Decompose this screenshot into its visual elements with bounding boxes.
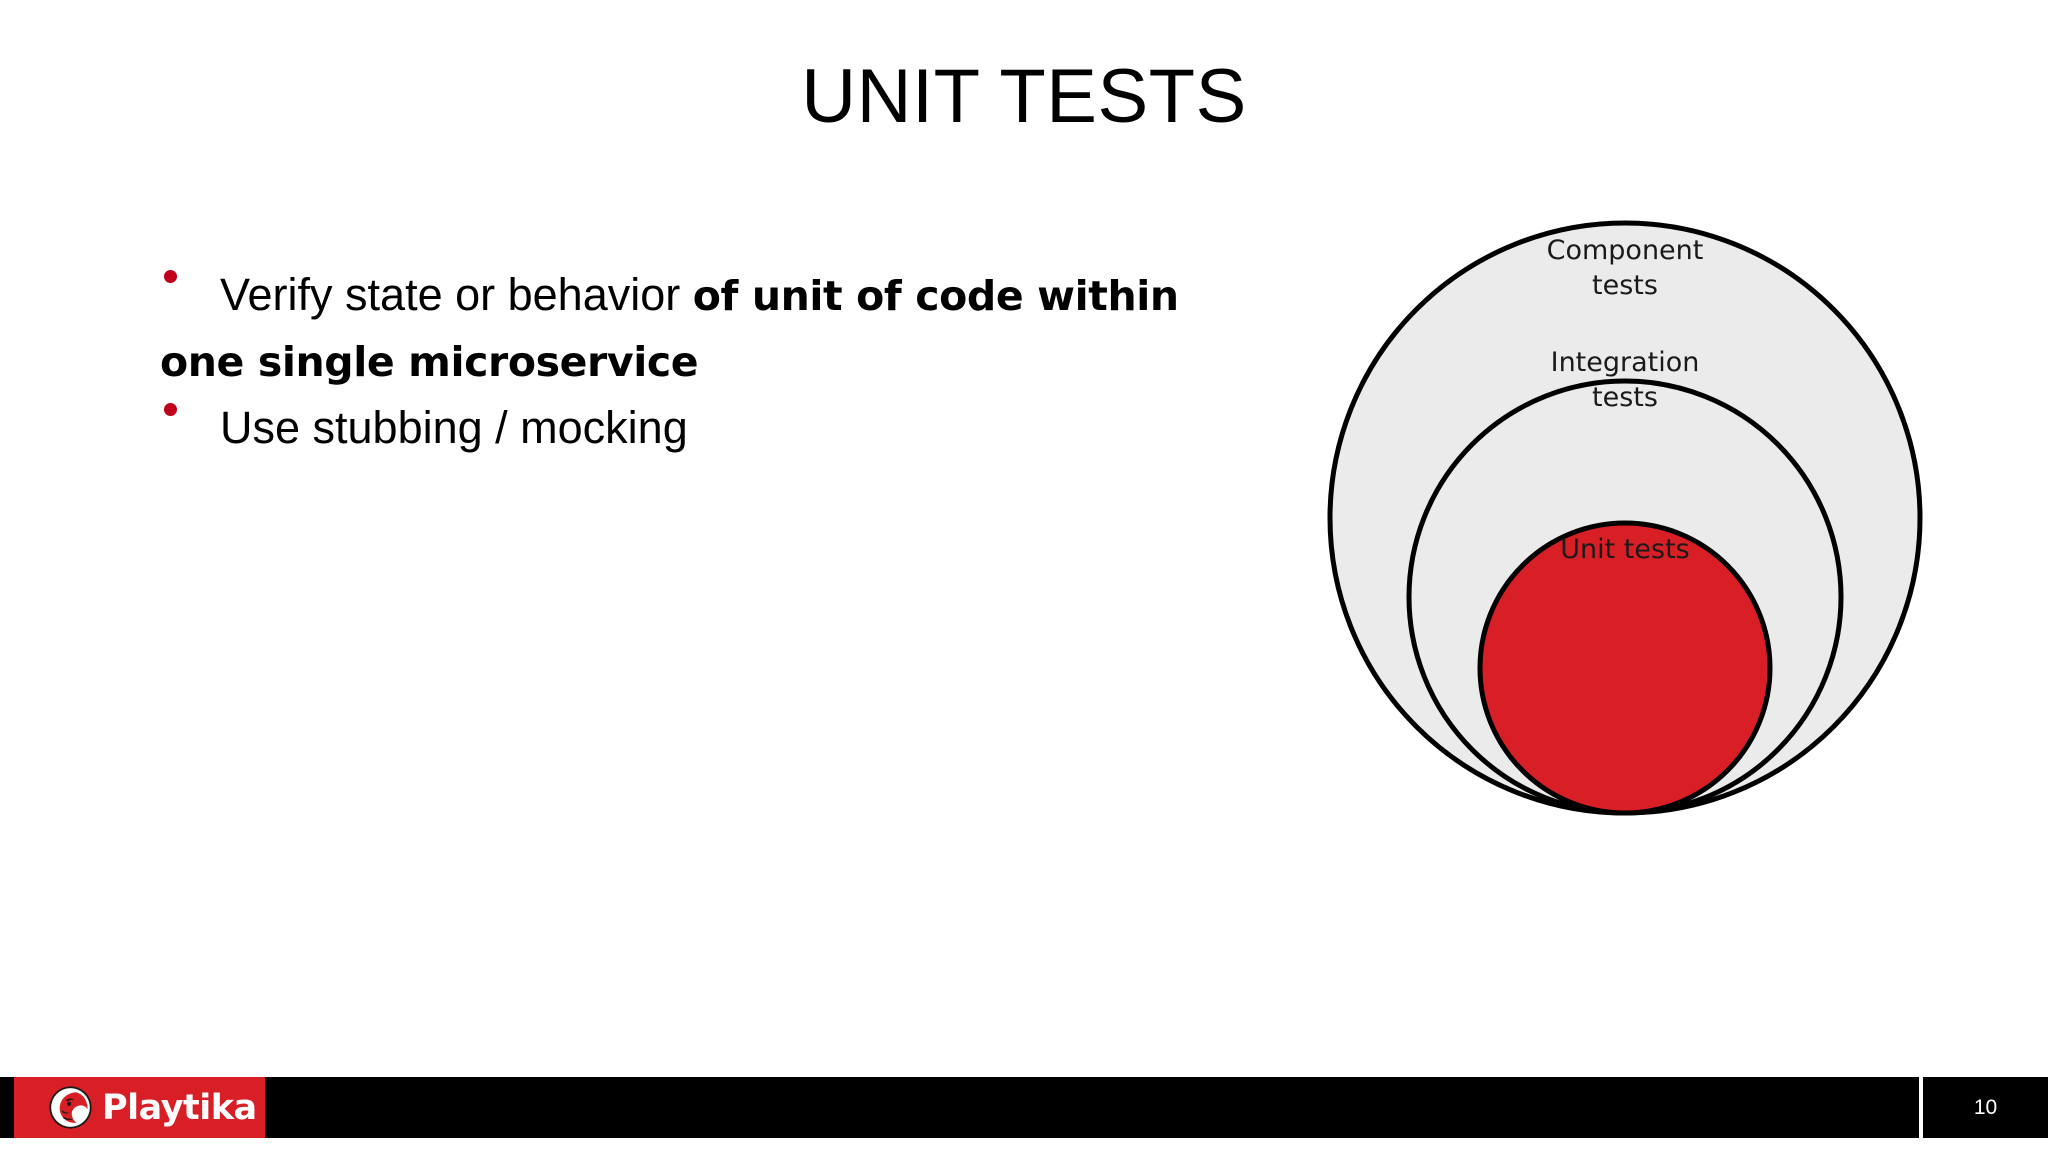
nested-circles-diagram: Component tests Integration tests Unit t… <box>1318 216 1938 836</box>
list-item: Verify state or behavior of unit of code… <box>160 262 1270 395</box>
bullet-1-bold: of unit of code within <box>692 272 1179 320</box>
bullet-dot-icon <box>164 403 177 417</box>
playtika-wordmark: Playtika <box>102 1088 257 1128</box>
unit-tests-circle <box>1477 520 1773 816</box>
page-title: UNIT TESTS <box>801 54 1247 139</box>
list-item: Use stubbing / mocking <box>160 395 1270 461</box>
footer-divider <box>1919 1077 1923 1138</box>
component-tests-label-line2: tests <box>1592 270 1658 301</box>
bullet-1-normal: Verify state or behavior <box>220 269 693 320</box>
playtika-panther-icon <box>49 1086 92 1129</box>
footer-bar: Playtika 10 <box>0 1077 2048 1138</box>
integration-tests-label-line1: Integration <box>1551 347 1700 378</box>
bullet-1-wrap-bold: one single microservice <box>160 338 699 386</box>
playtika-logo: Playtika <box>14 1077 265 1138</box>
integration-tests-label-line2: tests <box>1592 382 1658 413</box>
bullet-list: Verify state or behavior of unit of code… <box>160 262 1270 461</box>
bullet-dot-icon <box>164 270 177 284</box>
bullet-text-2: Use stubbing / mocking <box>220 402 688 453</box>
bullet-text-1: Verify state or behavior of unit of code… <box>160 262 1270 329</box>
page-number: 10 <box>1973 1095 1998 1119</box>
unit-tests-label: Unit tests <box>1560 534 1689 565</box>
component-tests-label-line1: Component <box>1547 235 1704 266</box>
